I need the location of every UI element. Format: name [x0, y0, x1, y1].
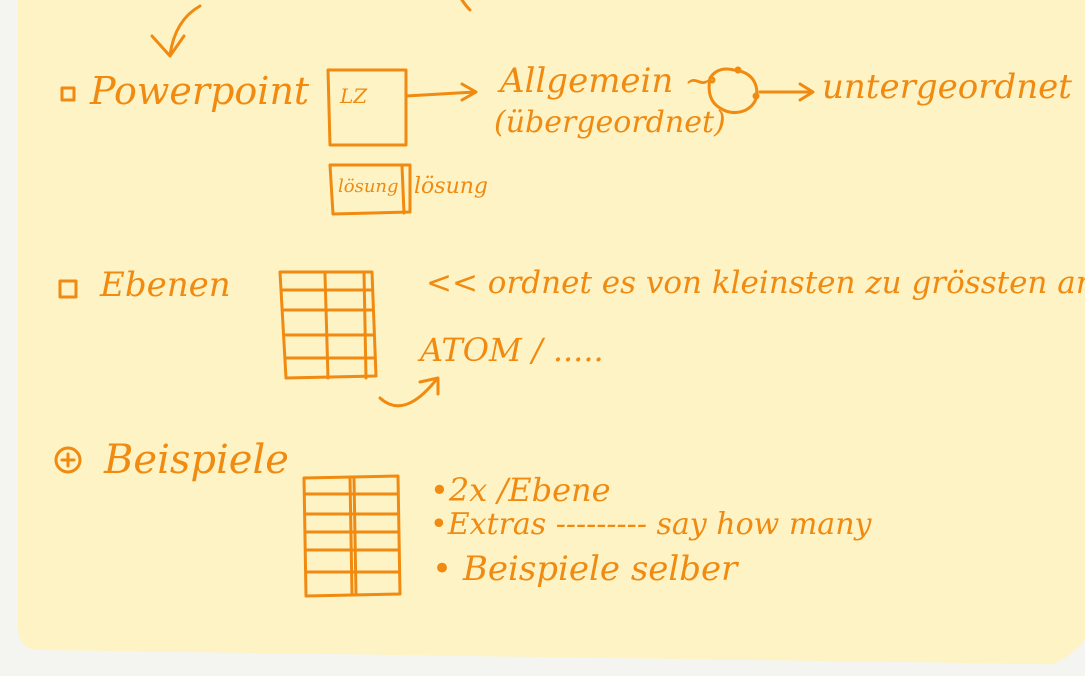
- beispiele-item: •2x /Ebene: [430, 471, 611, 509]
- loesung-note: lösung: [414, 174, 488, 199]
- section-label-ebenen: Ebenen: [100, 265, 231, 305]
- plus-circle-icon: [54, 446, 82, 474]
- flow-label: Allgemein ~: [500, 61, 713, 101]
- curved-arrow-icon: [378, 376, 440, 408]
- table-sketch-icon: [302, 474, 402, 598]
- section-label-beispiele: Beispiele: [104, 437, 289, 483]
- checkbox-icon: [58, 279, 78, 299]
- checkbox-icon: [60, 86, 76, 102]
- lz-box-label: LZ: [340, 84, 368, 108]
- arrow-icon: [404, 82, 478, 102]
- section-label-powerpoint: Powerpoint: [90, 69, 310, 113]
- loesung-box-label: lösung: [338, 176, 399, 197]
- beispiele-item: • Beispiele selber: [432, 549, 738, 589]
- cloud-sketch-icon: [707, 67, 759, 115]
- top-arrow-icon: [150, 4, 202, 58]
- table-sketch-icon: [278, 270, 378, 380]
- ebenen-note: << ordnet es von kleinsten zu grössten a…: [426, 265, 1085, 301]
- flow-sublabel: (übergeordnet): [494, 105, 726, 140]
- arrow-icon: [758, 82, 815, 102]
- lz-box: [326, 68, 408, 147]
- atom-label: ATOM / .....: [420, 331, 604, 369]
- paper-sheet: [18, 0, 1085, 665]
- top-stroke: [460, 0, 472, 12]
- beispiele-item: •Extras --------- say how many: [430, 507, 872, 542]
- flow-target: untergeordnet: [822, 67, 1072, 107]
- loesung-box: [328, 163, 412, 216]
